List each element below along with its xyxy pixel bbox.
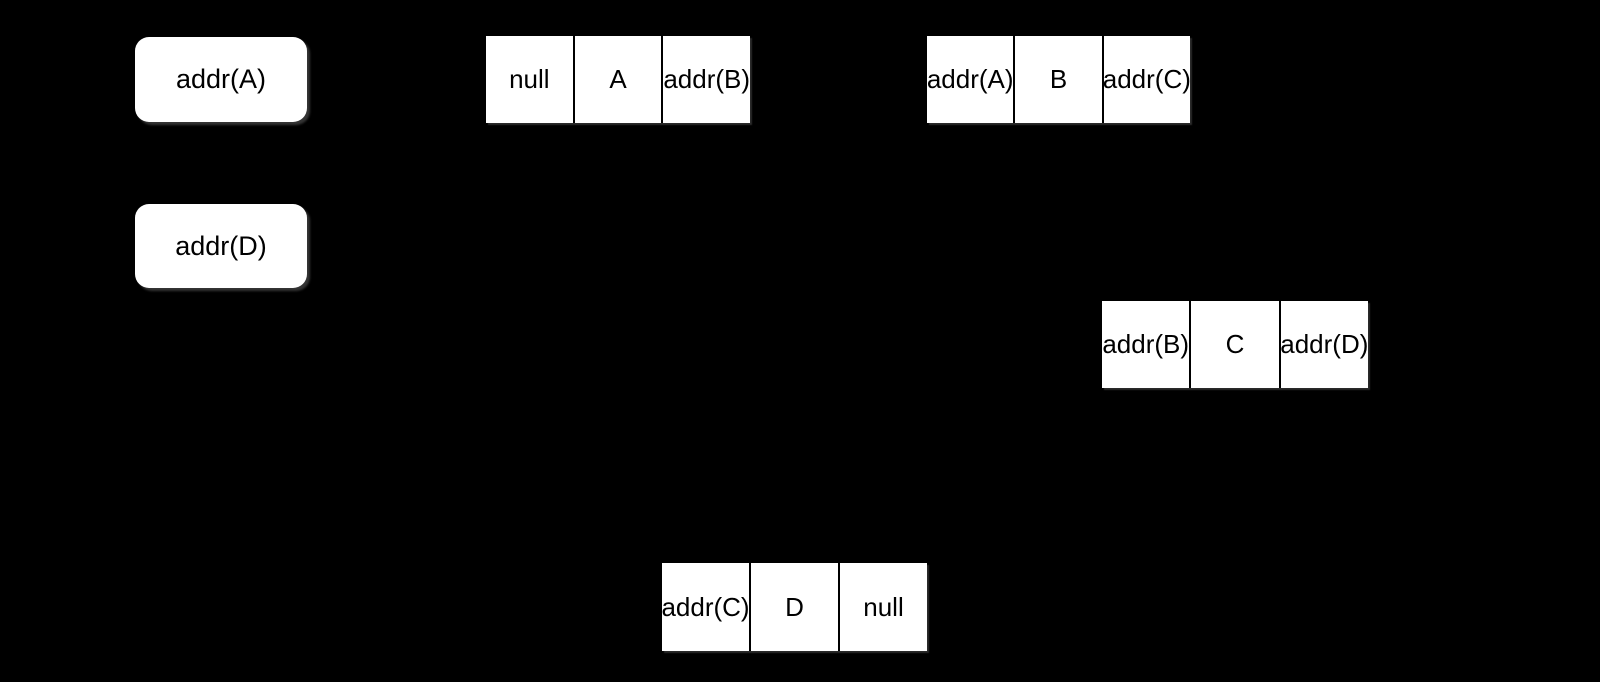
node-d: addr(C) D null xyxy=(662,563,927,651)
node-c: addr(B) C addr(D) xyxy=(1102,301,1368,388)
node-b-data-cell: B xyxy=(1013,36,1101,123)
node-a: null A addr(B) xyxy=(486,36,750,123)
head-pointer-box: addr(A) xyxy=(135,37,307,122)
tail-pointer-label: addr(D) xyxy=(175,230,267,261)
node-b-next-cell: addr(C) xyxy=(1101,36,1190,123)
head-pointer-label: addr(A) xyxy=(175,64,267,94)
node-d-next-cell: null xyxy=(838,563,927,651)
node-d-data-cell: D xyxy=(749,563,838,651)
node-c-next-cell: addr(D) xyxy=(1278,301,1368,388)
node-c-prev-cell: addr(B) xyxy=(1102,329,1190,359)
node-d-prev-cell: addr(C) xyxy=(662,591,749,622)
tail-pointer-box: addr(D) xyxy=(135,204,307,288)
node-b-prev-cell: addr(A) xyxy=(927,64,1014,94)
node-c-data-cell: C xyxy=(1189,301,1278,388)
node-a-next-cell: addr(B) xyxy=(661,36,750,123)
node-a-prev-cell: null xyxy=(509,64,550,94)
node-b: addr(A) B addr(C) xyxy=(927,36,1190,123)
node-a-data-cell: A xyxy=(572,36,662,123)
